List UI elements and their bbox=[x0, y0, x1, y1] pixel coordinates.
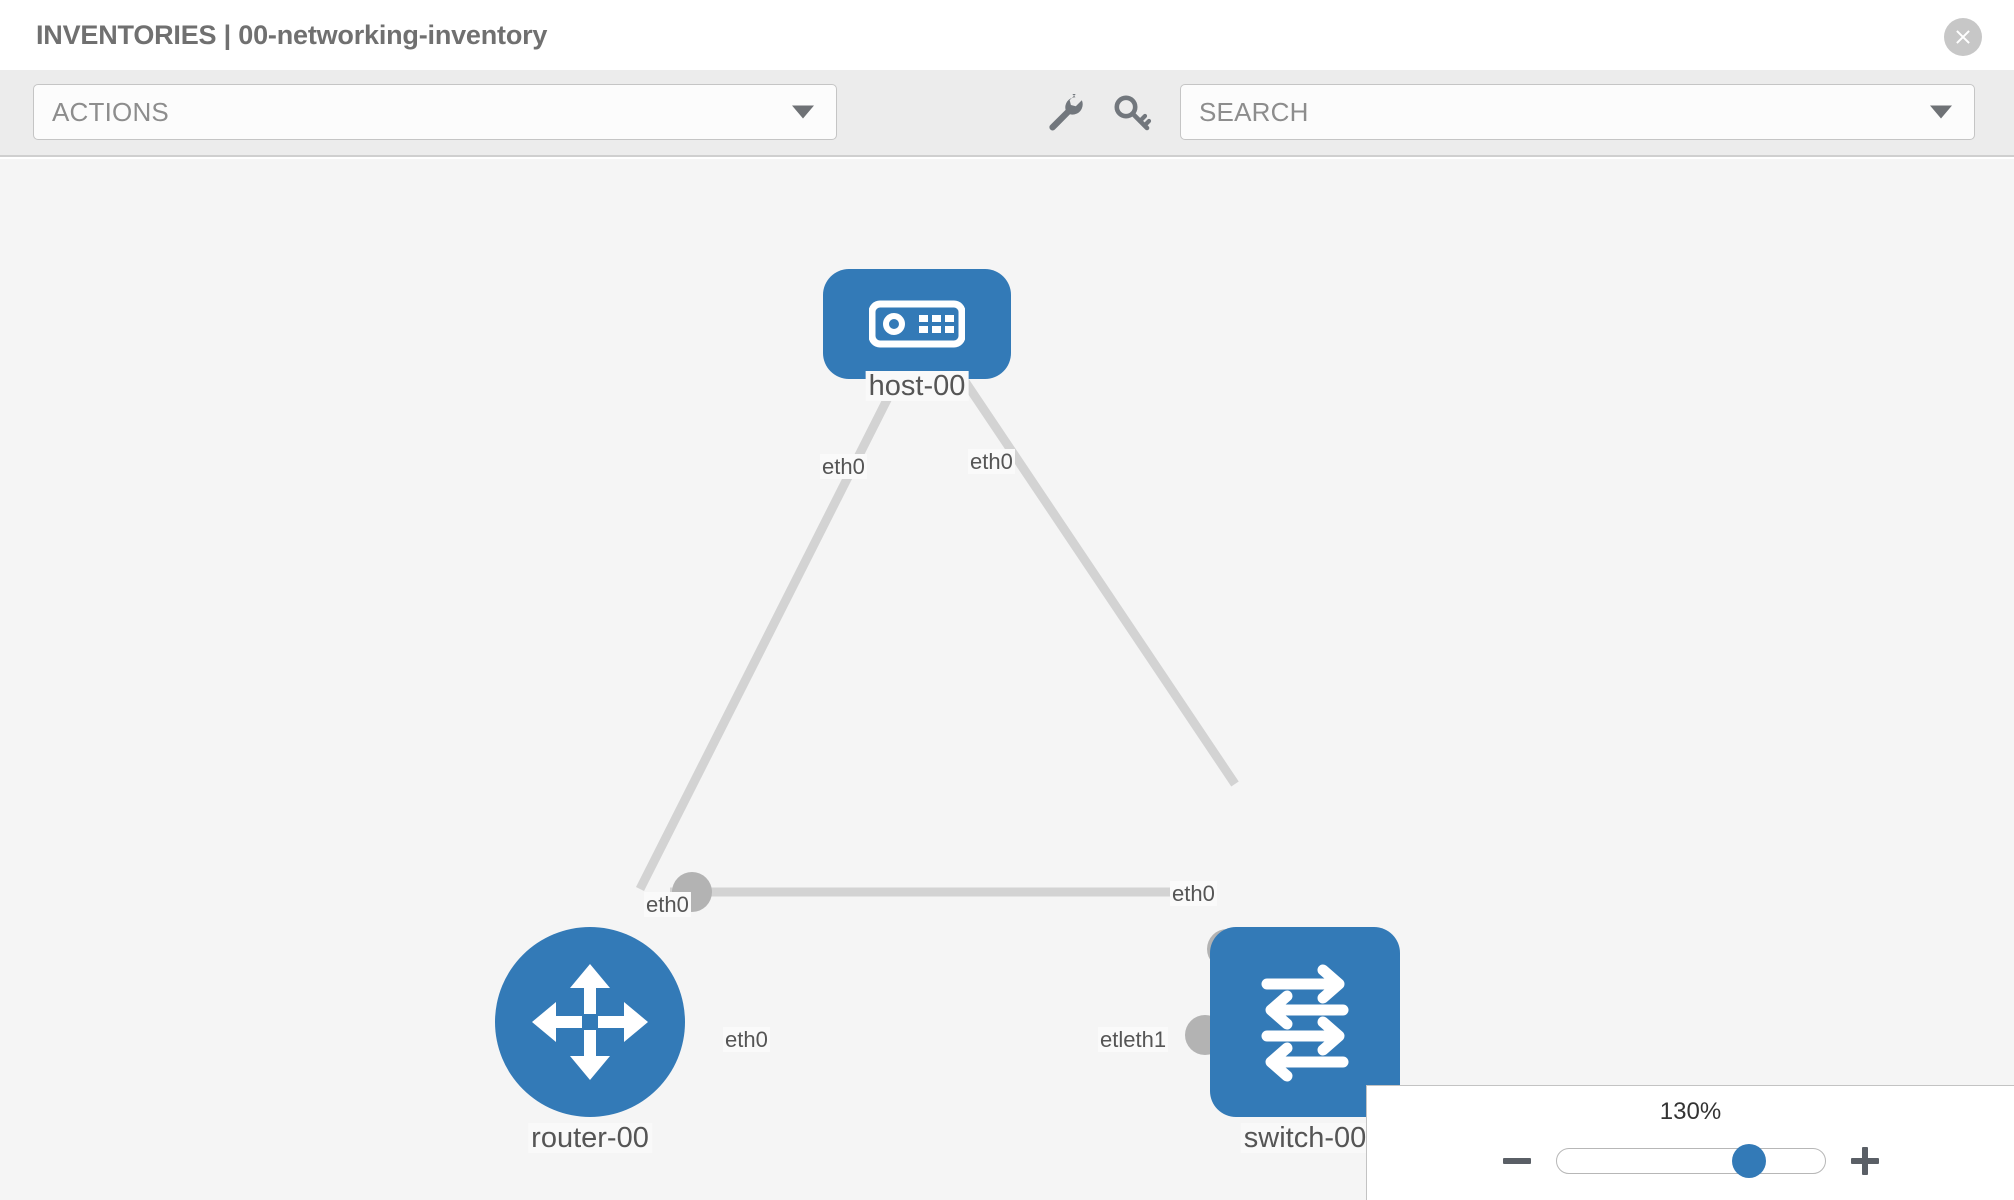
router-node-shape[interactable] bbox=[495, 927, 685, 1117]
key-icon[interactable] bbox=[1110, 92, 1156, 134]
node-label-switch-00: switch-00 bbox=[1240, 1123, 1370, 1153]
server-icon bbox=[869, 300, 965, 348]
search-input[interactable]: SEARCH bbox=[1180, 84, 1975, 140]
zoom-control-panel: 130% bbox=[1366, 1085, 2014, 1200]
page-title: INVENTORIES | 00-networking-inventory bbox=[36, 19, 548, 50]
zoom-slider-track[interactable] bbox=[1555, 1144, 1826, 1178]
host-node-shape[interactable] bbox=[823, 269, 1011, 379]
search-placeholder: SEARCH bbox=[1199, 96, 1309, 127]
wrench-icon[interactable] bbox=[1042, 92, 1088, 134]
chevron-down-icon bbox=[792, 105, 814, 119]
node-label-host-00: host-00 bbox=[865, 371, 969, 401]
close-icon[interactable] bbox=[1944, 18, 1982, 56]
iface-label-host-left: eth0 bbox=[820, 454, 867, 480]
zoom-slider-row bbox=[1367, 1138, 2014, 1184]
zoom-in-button[interactable] bbox=[1848, 1144, 1882, 1178]
zoom-out-button[interactable] bbox=[1500, 1144, 1534, 1178]
node-router-00[interactable]: router-00 bbox=[495, 927, 685, 1153]
actions-dropdown[interactable]: ACTIONS bbox=[33, 84, 837, 140]
switch-arrows-icon bbox=[1261, 964, 1349, 1082]
iface-label-switch-up: eth0 bbox=[1170, 881, 1217, 907]
iface-label-router-up: eth0 bbox=[644, 892, 691, 918]
iface-label-router-right: eth0 bbox=[723, 1027, 770, 1053]
chevron-down-icon bbox=[1930, 105, 1952, 119]
zoom-level-label: 130% bbox=[1659, 1098, 1722, 1125]
router-arrows-icon bbox=[532, 964, 648, 1080]
node-label-router-00: router-00 bbox=[528, 1123, 652, 1153]
node-host-00[interactable]: host-00 bbox=[823, 269, 1011, 401]
zoom-slider-thumb[interactable] bbox=[1732, 1144, 1767, 1178]
iface-label-host-right: eth0 bbox=[968, 449, 1015, 475]
iface-label-switch-left-overlap: etleth1 bbox=[1098, 1027, 1169, 1053]
topology-canvas[interactable]: host-00 router-00 bbox=[0, 159, 2014, 1200]
actions-dropdown-label: ACTIONS bbox=[52, 96, 169, 127]
page-header: INVENTORIES | 00-networking-inventory bbox=[0, 0, 2014, 70]
